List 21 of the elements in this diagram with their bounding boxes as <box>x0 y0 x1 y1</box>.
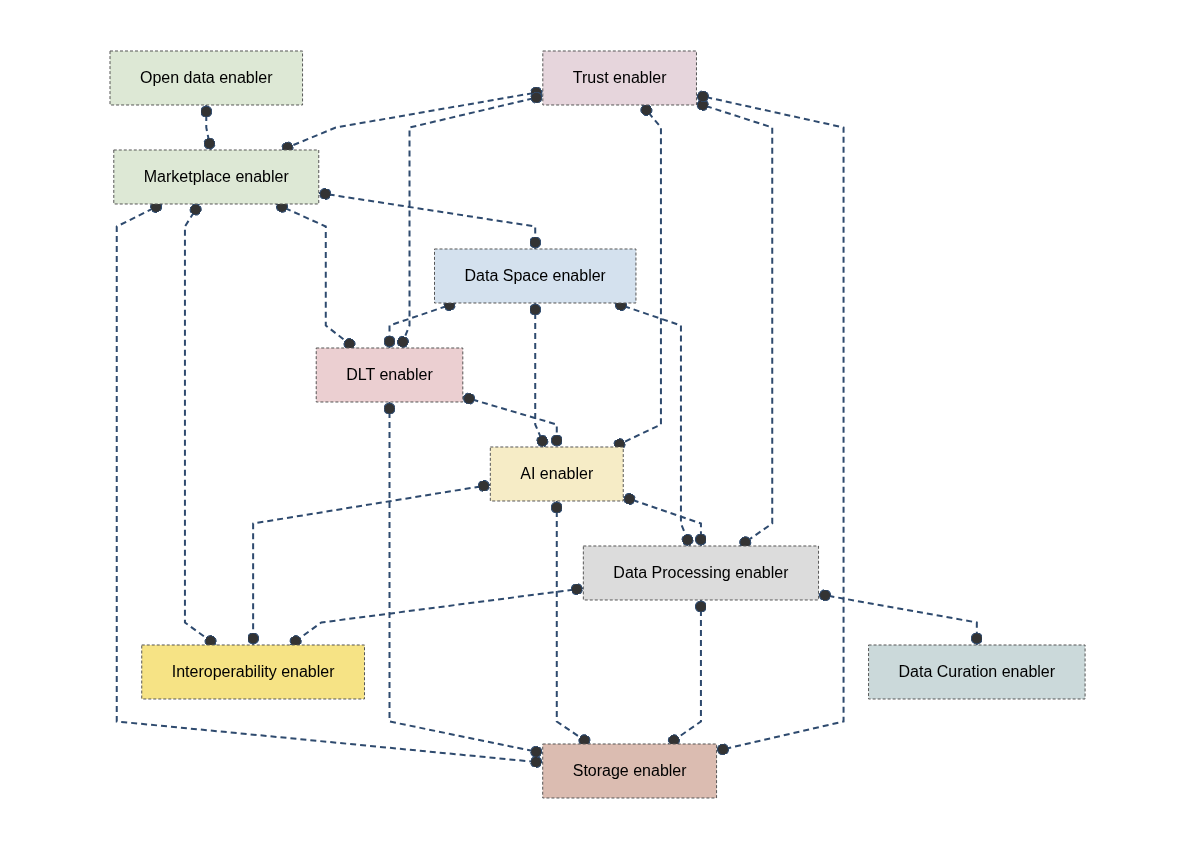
connector <box>200 103 216 151</box>
connector <box>695 89 845 755</box>
connector <box>529 301 549 448</box>
connector <box>622 492 707 547</box>
node-box: Data Curation enabler <box>868 644 1086 699</box>
connector <box>383 400 544 758</box>
node-box: Data Space enabler <box>433 248 637 303</box>
connector <box>317 187 542 250</box>
node-box: Open data enabler <box>109 50 303 105</box>
node-box: Storage enabler <box>542 743 717 798</box>
node-box: Marketplace enabler <box>113 149 320 204</box>
node-box: AI enabler <box>489 446 624 501</box>
node-box: Data Processing enabler <box>582 545 819 600</box>
connector <box>461 392 563 448</box>
connector <box>817 588 983 646</box>
connector <box>396 91 544 349</box>
node-box: Interoperability enabler <box>141 644 365 699</box>
connector <box>612 103 662 450</box>
node-box: Trust enabler <box>542 50 697 105</box>
node-box: DLT enabler <box>315 347 464 402</box>
connector <box>247 479 492 646</box>
